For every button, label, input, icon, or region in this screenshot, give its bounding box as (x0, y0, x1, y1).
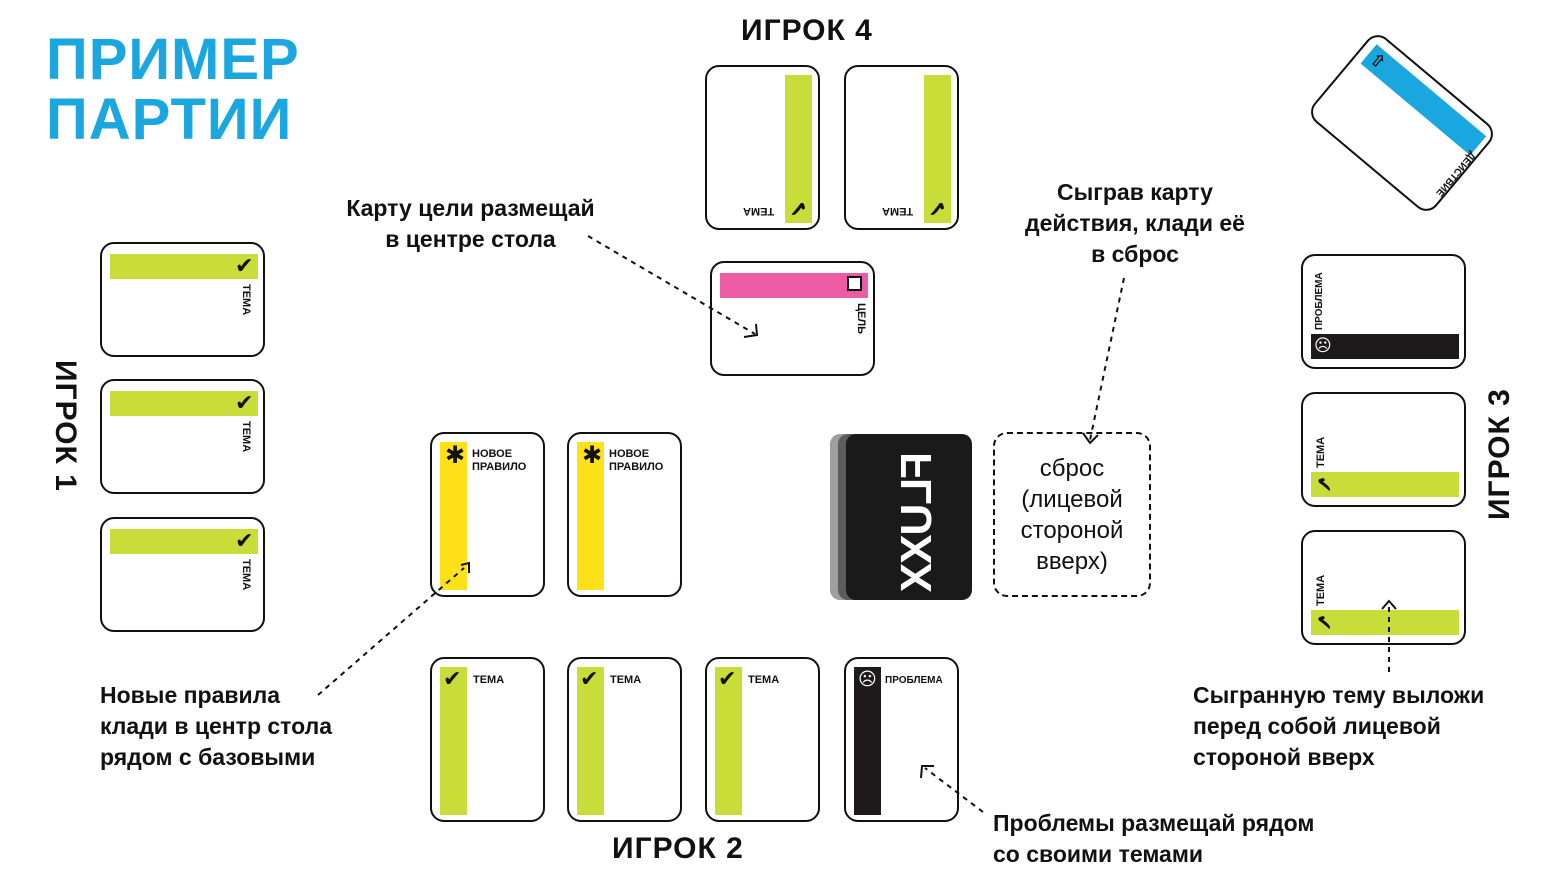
discard-line-2: (лицевой (1021, 486, 1123, 513)
arrowhead-problems (920, 765, 934, 779)
check-icon: ✔ (235, 253, 254, 278)
player2-problem-card[interactable]: ☹ ПРОБЛЕМА (844, 657, 959, 822)
discard-pile[interactable]: сброс (лицевой стороной вверх) (993, 432, 1151, 597)
card-label: ПРОБЛЕМА (885, 675, 943, 686)
title-line-2: ПАРТИИ (46, 87, 293, 152)
note-problems: Проблемы размещай рядом со своими темами (993, 810, 1315, 867)
check-icon: ✔ (718, 666, 737, 691)
sad-face-icon: ☹ (858, 669, 877, 689)
goal-card[interactable]: ЦЕЛЬ (710, 261, 875, 376)
card-label: ТЕМА (748, 674, 780, 686)
player-4-label: ИГРОК 4 (741, 14, 873, 47)
player2-keeper-card-3[interactable]: ✔ ТЕМА (705, 657, 820, 822)
card-label: НОВОЕ ПРАВИЛО (472, 448, 527, 473)
player2-keeper-card-1[interactable]: ✔ ТЕМА (430, 657, 545, 822)
note-keeper: Сыгранную тему выложи перед собой лицево… (1193, 682, 1485, 770)
player3-problem-card[interactable]: ☹ ПРОБЛЕМА (1301, 254, 1466, 369)
asterisk-icon: ✱ (445, 442, 466, 469)
new-rule-card-2[interactable]: ✱ НОВОЕ ПРАВИЛО (567, 432, 682, 597)
discard-line-1: сброс (1039, 455, 1105, 482)
draw-deck[interactable]: FLUXX (830, 434, 972, 600)
check-icon: ✔ (235, 528, 254, 553)
check-icon: ✔ (580, 666, 599, 691)
player1-keeper-card-2[interactable]: ✔ ТЕМА (100, 379, 265, 494)
card-label: ТЕМА (473, 674, 505, 686)
check-icon: ✔ (443, 666, 462, 691)
card-label: НОВОЕ ПРАВИЛО (609, 448, 664, 473)
arrow-problems (924, 767, 984, 813)
discard-line-3: стороной (1020, 517, 1124, 544)
note-rules: Новые правила клади в центр стола рядом … (100, 682, 333, 770)
discard-line-4: вверх) (1036, 548, 1108, 575)
page-title: ПРИМЕР ПАРТИИ (46, 30, 300, 150)
arrow-goal (587, 235, 756, 335)
player3-keeper-card-2[interactable]: ✔ ТЕМА (1301, 530, 1466, 645)
goal-square-icon (847, 276, 862, 291)
arrowhead-action (1082, 432, 1099, 445)
title-line-1: ПРИМЕР (46, 27, 300, 92)
arrowhead-keeper (1381, 599, 1397, 610)
new-rule-card-1[interactable]: ✱ НОВОЕ ПРАВИЛО (430, 432, 545, 597)
card-label: ТЕМА (610, 674, 642, 686)
player1-keeper-card-3[interactable]: ✔ ТЕМА (100, 517, 265, 632)
player4-keeper-card-1[interactable]: ✔ ТЕМА (705, 65, 820, 230)
player4-keeper-card-2[interactable]: ✔ ТЕМА (844, 65, 959, 230)
player3-keeper-card-1[interactable]: ✔ ТЕМА (1301, 392, 1466, 507)
asterisk-icon: ✱ (582, 442, 603, 469)
check-icon: ✔ (235, 390, 254, 415)
player2-keeper-card-2[interactable]: ✔ ТЕМА (567, 657, 682, 822)
arrowhead-goal (743, 323, 759, 338)
note-goal: Карту цели размещай в центре стола (346, 195, 595, 252)
arrowhead-rules (460, 561, 470, 573)
player-2-label: ИГРОК 2 (612, 832, 744, 865)
note-action: Сыграв карту действия, клади её в сброс (1025, 179, 1245, 267)
sad-face-icon: ☹ (1314, 336, 1332, 355)
player1-keeper-card-1[interactable]: ✔ ТЕМА (100, 242, 265, 357)
arrow-action (1089, 277, 1125, 441)
arrow-rules (317, 567, 465, 696)
